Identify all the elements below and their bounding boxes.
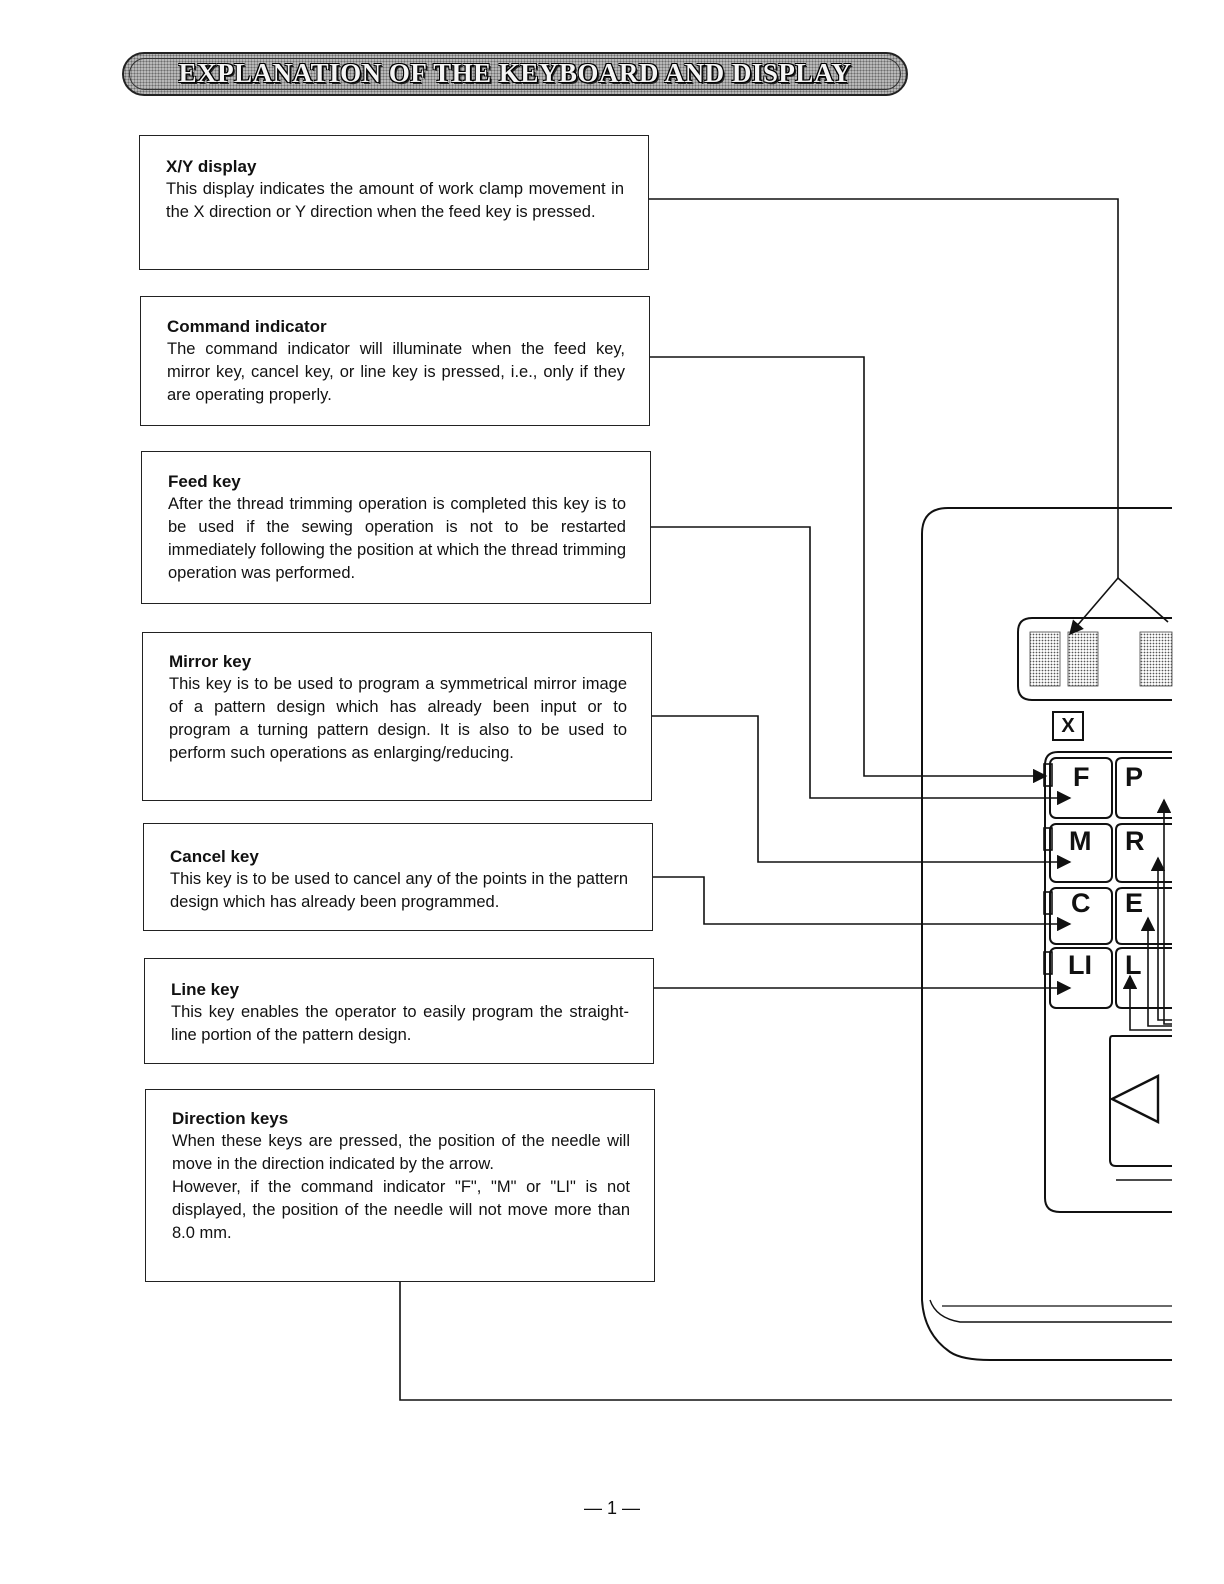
- key-c[interactable]: C: [1071, 888, 1091, 918]
- leader-command-indicator: [650, 356, 1048, 784]
- mirror-key-box: Mirror key This key is to be used to pro…: [142, 632, 652, 801]
- key-m[interactable]: M: [1069, 826, 1092, 856]
- keypad-frame: [1044, 751, 1172, 1213]
- command-indicator-box: Command indicator The command indicator …: [140, 296, 650, 426]
- leader-lines: [399, 198, 1172, 1401]
- xy-display-window: [1017, 617, 1173, 701]
- title-banner: EXPLANATION OF THE KEYBOARD AND DISPLAY: [122, 52, 908, 96]
- feed-key-body: After the thread trimming operation is c…: [168, 495, 626, 582]
- key-l[interactable]: L: [1125, 950, 1142, 980]
- command-indicator-title: Command indicator: [167, 317, 327, 336]
- direction-keys-body: When these keys are pressed, the positio…: [172, 1132, 630, 1242]
- leader-xy-display: [649, 198, 1119, 578]
- leader-feed-key: [651, 526, 1072, 806]
- key-li[interactable]: LI: [1068, 950, 1092, 980]
- key-f[interactable]: F: [1073, 762, 1090, 792]
- cancel-key-body: This key is to be used to cancel any of …: [170, 870, 628, 911]
- direction-keys-box: Direction keys When these keys are press…: [145, 1089, 655, 1282]
- x-display-label: X: [1052, 711, 1084, 741]
- leader-right-keys: [1156, 798, 1172, 1025]
- key-e[interactable]: E: [1125, 888, 1144, 918]
- cancel-key-box: Cancel key This key is to be used to can…: [143, 823, 653, 931]
- line-key-body: This key enables the operator to easily …: [171, 1003, 629, 1044]
- cancel-key-title: Cancel key: [170, 847, 259, 866]
- key-p[interactable]: P: [1125, 762, 1144, 792]
- key-r[interactable]: R: [1125, 826, 1145, 856]
- leader-direction-keys: [399, 1281, 1172, 1401]
- feed-key-box: Feed key After the thread trimming opera…: [141, 451, 651, 604]
- page-title: EXPLANATION OF THE KEYBOARD AND DISPLAY: [178, 58, 852, 88]
- xy-display-title: X/Y display: [166, 157, 257, 176]
- keypad-keys: [1043, 757, 1172, 1009]
- direction-keys-title: Direction keys: [172, 1109, 289, 1128]
- xy-display-body: This display indicates the amount of wor…: [166, 180, 624, 221]
- line-key-box: Line key This key enables the operator t…: [144, 958, 654, 1064]
- panel-outline: [921, 507, 1172, 1361]
- line-key-title: Line key: [171, 980, 240, 999]
- page-number: — 1 —: [583, 1498, 640, 1518]
- mirror-key-title: Mirror key: [169, 652, 252, 671]
- command-indicator-body: The command indicator will illuminate wh…: [167, 340, 625, 404]
- leader-mirror-key: [651, 715, 1072, 870]
- title-banner-inner-border: [129, 58, 901, 90]
- leader-cancel-key: [652, 876, 1072, 932]
- xy-display-box: X/Y display This display indicates the a…: [139, 135, 649, 270]
- feed-key-title: Feed key: [168, 472, 241, 491]
- mirror-key-body: This key is to be used to program a symm…: [169, 675, 627, 762]
